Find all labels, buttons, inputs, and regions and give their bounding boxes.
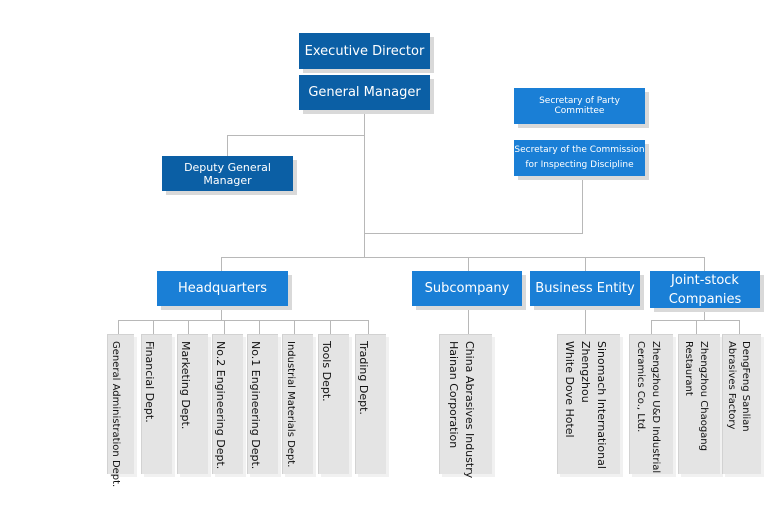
joint-stock-unit-line: DengFeng Sanlian [740, 341, 751, 432]
connector-biz-v [585, 257, 586, 271]
business-entity-label: Business Entity [535, 281, 635, 296]
headquarters-box: Headquarters [157, 271, 288, 306]
joint-stock-label-line1: Joint-stock [671, 272, 739, 288]
dept-label: Tools Dept. [320, 341, 333, 402]
dept-label: Financial Dept. [143, 341, 156, 423]
business-entity-box: Business Entity [530, 271, 640, 306]
dept-label: Industrial Materials Dept. [285, 341, 296, 468]
discipline-label-line2: for Inspecting Discipline [525, 160, 634, 170]
joint-stock-unit-line: Zhengzhou U&D Industrial [650, 341, 661, 474]
dept-card: Financial Dept. [141, 334, 172, 474]
deputy-general-manager-box: Deputy General Manager [162, 156, 293, 191]
dept-card: Trading Dept. [355, 334, 386, 474]
connector-joint-tick [696, 320, 697, 334]
dept-label: Marketing Dept. [179, 341, 192, 430]
subcompany-label: Subcompany [424, 281, 510, 296]
connector-hq-v [221, 257, 222, 271]
joint-stock-unit-line: Zhengzhou Chaogang [698, 341, 709, 451]
joint-stock-unit-line: Restaurant [683, 341, 694, 396]
joint-stock-label-line2: Companies [668, 291, 742, 307]
connector-joint-v [704, 257, 705, 271]
deputy-general-manager-label: Deputy General Manager [184, 160, 271, 187]
connector-joint-down [704, 308, 705, 320]
party-committee-label: Secretary of Party Committee [539, 96, 620, 116]
connector-deputy-v [227, 135, 228, 156]
connector-division-bar [221, 257, 705, 258]
discipline-box: Secretary of the Commission for Inspecti… [514, 140, 645, 176]
executive-director-box: Executive Director [299, 33, 430, 69]
connector-mid-trunk [364, 234, 365, 258]
connector-hq-tick [118, 320, 119, 334]
connector-hq-tick [330, 320, 331, 334]
joint-stock-unit-card: Zhengzhou Chaogang Restaurant [678, 334, 720, 474]
joint-stock-unit-line: Ceramics Co., Ltd. [635, 341, 646, 433]
discipline-label-line1: Secretary of the Commission [514, 145, 645, 155]
subcompany-unit-card: China Abrasives Industry Hainan Corporat… [439, 334, 492, 478]
business-unit-line: Sinomach International [595, 341, 608, 469]
party-committee-box: Secretary of Party Committee [514, 88, 645, 124]
connector-hq-tick [153, 320, 154, 334]
business-unit-card: Sinomach International Zhengzhou White D… [557, 334, 620, 474]
subcompany-unit-line: China Abrasives Industry [463, 341, 476, 479]
connector-hq-tick [224, 320, 225, 334]
connector-discipline-h [364, 233, 583, 234]
dept-label: No.1 Engineering Dept. [249, 341, 262, 470]
joint-stock-unit-card: DengFeng Sanlian Abrasives Factory [722, 334, 761, 474]
connector-sub-v [468, 257, 469, 271]
dept-card: General Administration Dept. [107, 334, 134, 487]
dept-label: Trading Dept. [357, 341, 370, 415]
connector-main-trunk [364, 110, 365, 234]
connector-joint-tick [651, 320, 652, 334]
connector-deputy-h [227, 135, 365, 136]
subcompany-unit-line: Hainan Corporation [447, 341, 460, 449]
business-unit-line: Zhengzhou [579, 341, 592, 403]
dept-label: General Administration Dept. [110, 341, 121, 488]
connector-joint-bar [651, 320, 740, 321]
dept-card: Marketing Dept. [177, 334, 208, 474]
business-unit-line: White Dove Hotel [563, 341, 576, 438]
joint-stock-unit-card: Zhengzhou U&D Industrial Ceramics Co., L… [629, 334, 673, 474]
dept-card: No.2 Engineering Dept. [212, 334, 243, 474]
connector-discipline-v [582, 176, 583, 234]
connector-biz-down [585, 306, 586, 334]
headquarters-label: Headquarters [177, 281, 267, 296]
joint-stock-unit-line: Abrasives Factory [726, 341, 737, 430]
dept-card: Industrial Materials Dept. [282, 334, 313, 474]
connector-hq-tick [188, 320, 189, 334]
subcompany-box: Subcompany [412, 271, 522, 306]
dept-card: No.1 Engineering Dept. [247, 334, 278, 474]
general-manager-label: General Manager [308, 85, 421, 100]
joint-stock-companies-box: Joint-stock Companies [650, 271, 760, 308]
general-manager-box: General Manager [299, 75, 430, 110]
dept-card: Tools Dept. [318, 334, 349, 474]
dept-label: No.2 Engineering Dept. [214, 341, 227, 470]
connector-hq-tick [294, 320, 295, 334]
connector-hq-down [221, 306, 222, 320]
connector-joint-tick [739, 320, 740, 334]
connector-hq-bar [118, 320, 369, 321]
connector-sub-down [468, 306, 469, 334]
connector-hq-tick [259, 320, 260, 334]
executive-director-label: Executive Director [304, 43, 425, 59]
connector-hq-tick [368, 320, 369, 334]
